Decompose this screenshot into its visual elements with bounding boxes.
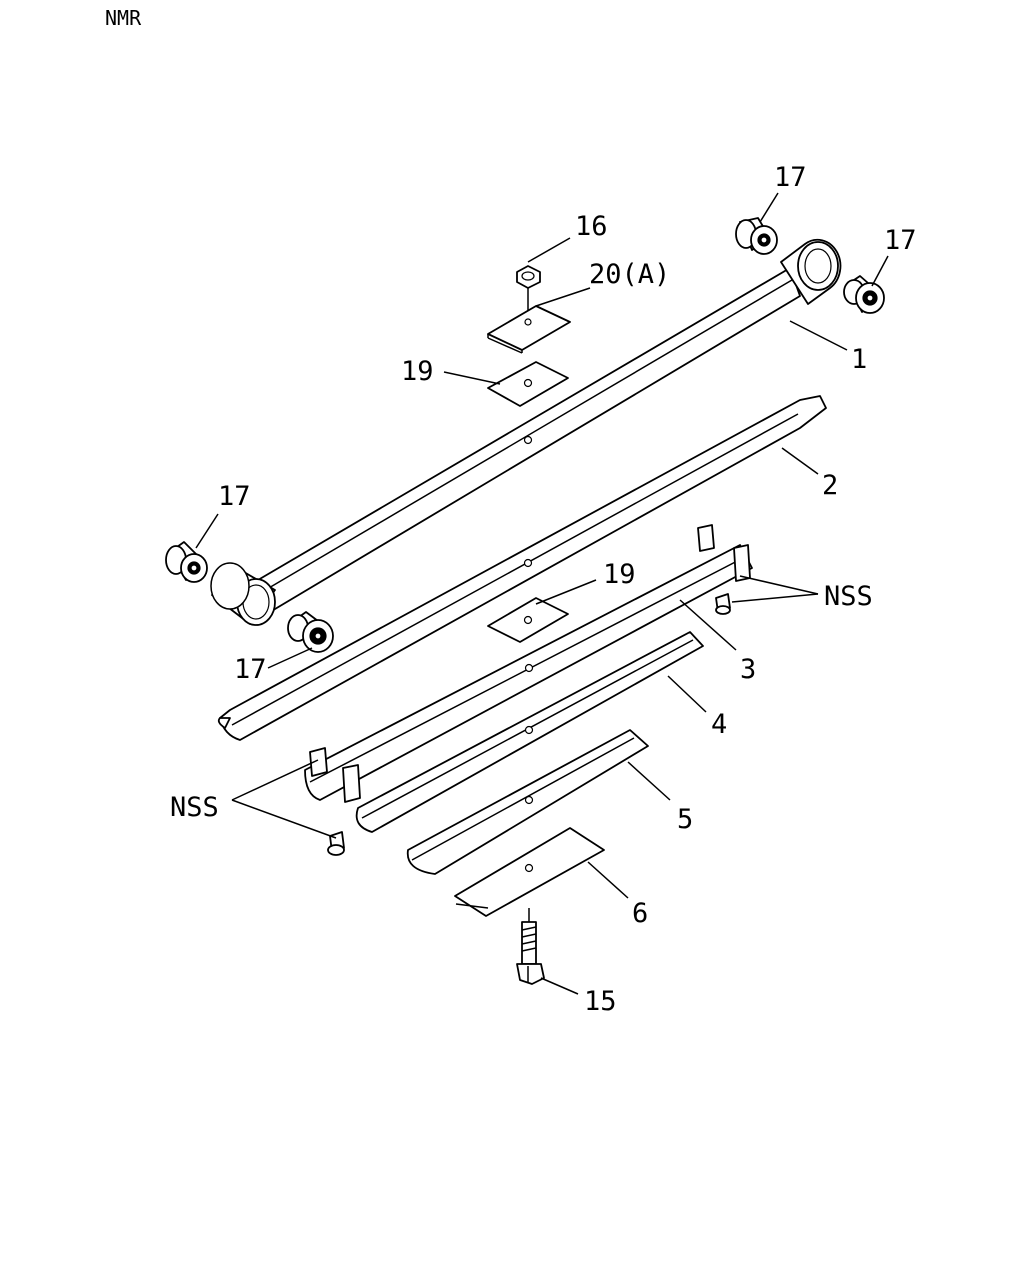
right-clip-a [697, 524, 715, 552]
part-3-clip-leaf [304, 524, 753, 803]
callout-6: 6 [632, 898, 648, 929]
callout-17-bottom: 17 [234, 654, 267, 685]
callout-2: 2 [822, 470, 838, 501]
nss-bolt-right [715, 593, 731, 615]
center-hole [524, 725, 534, 735]
callout-nss-left: NSS [170, 792, 219, 823]
part-5-leaf [406, 729, 649, 875]
part-17-bushing-right [843, 275, 885, 314]
leader-lines [195, 192, 889, 995]
part-1-left-eye [210, 562, 276, 626]
left-clip-b [342, 764, 361, 803]
center-hole [524, 795, 534, 805]
part-17-bushing-top [735, 217, 778, 255]
part-6-spacer [454, 827, 605, 917]
part-1-main-leaf [210, 238, 842, 626]
part-15-center-bolt [516, 908, 545, 985]
part-17-bushing-left [165, 541, 208, 583]
callout-19-top: 19 [401, 356, 434, 387]
part-19-pad-mid [487, 597, 569, 643]
center-hole [524, 863, 534, 873]
callout-17-top: 17 [774, 162, 807, 193]
callout-4: 4 [711, 709, 727, 740]
right-clip-b [733, 544, 751, 582]
left-clip-a [309, 747, 328, 777]
part-19-pad-top [487, 361, 569, 407]
part-17-bushing-bottom [287, 611, 334, 653]
callout-19-mid: 19 [603, 559, 636, 590]
model-code-label: NMR [105, 6, 142, 30]
part-20-plate [487, 305, 571, 354]
center-hole [524, 663, 534, 673]
callout-15: 15 [584, 986, 617, 1017]
part-4-leaf [355, 631, 704, 833]
callout-17-right: 17 [884, 225, 917, 256]
callout-1: 1 [851, 344, 867, 375]
callout-nss-right: NSS [824, 581, 873, 612]
callout-16: 16 [575, 211, 608, 242]
callout-20a: 20(A) [589, 259, 670, 290]
callout-17-left: 17 [218, 481, 251, 512]
part-2-second-leaf [217, 395, 827, 741]
callout-5: 5 [677, 804, 693, 835]
callout-3: 3 [740, 654, 756, 685]
center-hole [523, 435, 533, 445]
center-hole [523, 558, 533, 568]
part-1-right-eye [780, 238, 842, 305]
